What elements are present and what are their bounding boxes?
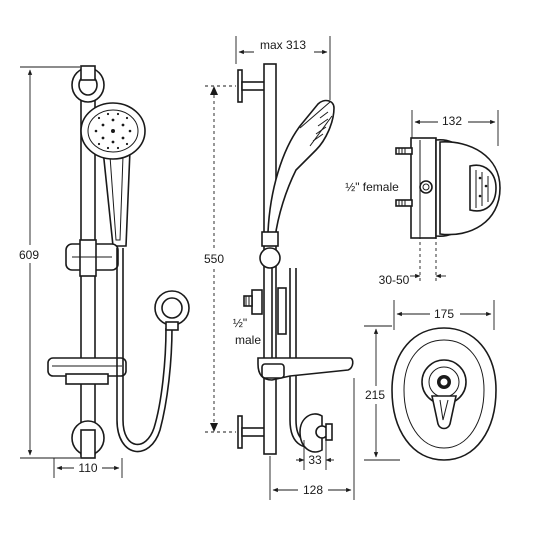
inlet-pipes	[395, 147, 413, 207]
label-max-313: max 313	[260, 38, 306, 52]
label-132: 132	[442, 114, 462, 128]
side-view-shower-kit: max 313 550	[198, 36, 355, 500]
wall-outlet-side	[299, 413, 333, 453]
label-female: ½" female	[345, 180, 399, 194]
label-110: 110	[78, 461, 97, 475]
dimension-plate-175: 175	[393, 300, 495, 330]
handset-holder-side	[259, 231, 281, 269]
shower-hose	[116, 248, 173, 453]
wall-outlet-front	[154, 290, 190, 331]
label-33: 33	[308, 453, 322, 467]
label-175: 175	[434, 307, 454, 321]
label-male: male	[235, 333, 261, 347]
dimension-width-110: 110	[53, 458, 123, 478]
handset-front	[80, 102, 146, 247]
label-609: 609	[19, 248, 39, 262]
female-outlet	[419, 180, 433, 194]
dimension-valve-132: 132	[411, 110, 499, 146]
dimension-depth-128: 128	[269, 378, 355, 500]
spray-face-side	[312, 111, 329, 142]
spray-nozzles	[94, 112, 132, 150]
label-215: 215	[365, 388, 385, 402]
front-view-shower-kit: 609	[14, 65, 190, 478]
label-30-50: 30-50	[379, 273, 410, 287]
dimension-rail-550: 550	[198, 85, 236, 433]
label-128: 128	[303, 483, 323, 497]
control-knob-front	[421, 359, 467, 430]
dimension-range-30-50: 30-50	[379, 236, 446, 287]
male-fitting	[243, 287, 287, 335]
valve-front-view: 175 215	[360, 300, 497, 461]
valve-knob-side	[469, 164, 497, 212]
handset-holder-front	[65, 239, 119, 277]
valve-side-view: 132 ½" female	[345, 110, 501, 287]
handset-side	[267, 99, 335, 240]
label-550: 550	[204, 252, 224, 266]
dimension-plate-215: 215	[360, 325, 400, 461]
dimension-height-609: 609	[14, 66, 80, 459]
dimension-depth-33: 33	[296, 440, 334, 470]
soap-dish-side	[257, 357, 354, 381]
label-male-fraction: ½"	[233, 316, 247, 330]
dimension-max-313: max 313	[235, 36, 331, 100]
soap-dish-front	[47, 357, 127, 385]
